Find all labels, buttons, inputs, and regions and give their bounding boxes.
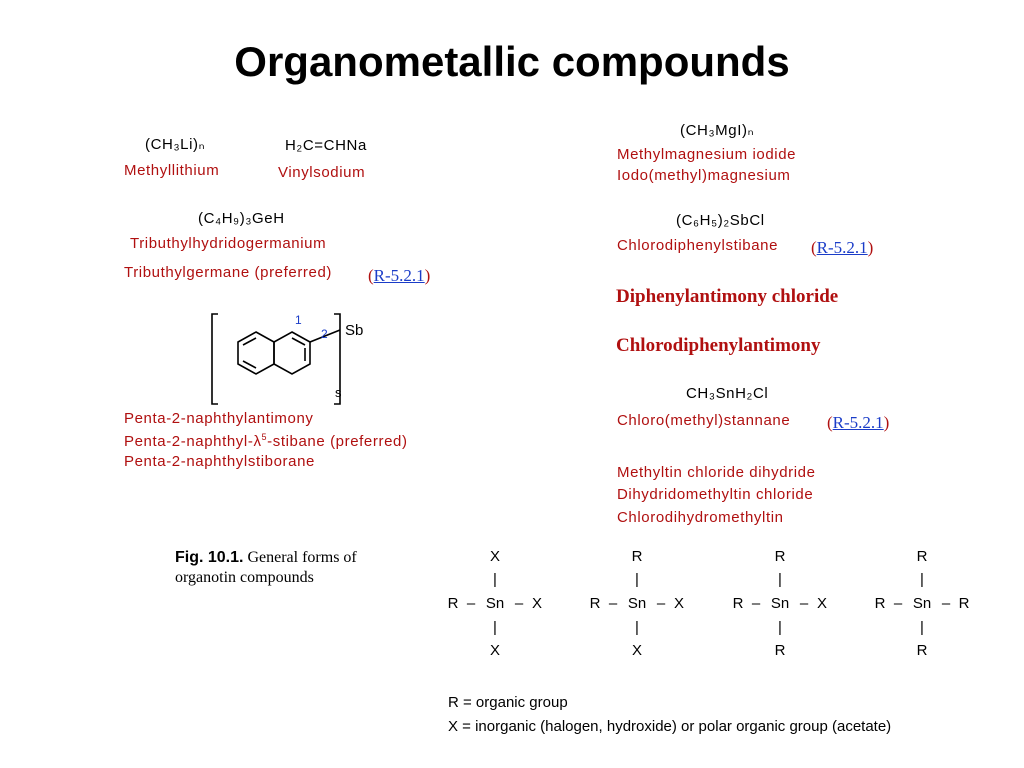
methylstannane-formula: CH₃SnH₂Cl [686, 385, 769, 402]
diphenylstibane-formula: (C₆H₅)₂SbCl [676, 212, 765, 229]
methylstannane-name: Chloro(methyl)stannane [617, 412, 791, 429]
structure-bottom-bond: | [635, 619, 639, 636]
methyltin-name-2: Dihydridomethyltin chloride [617, 486, 814, 503]
reference-link-germane[interactable]: (R-5.2.1) [368, 266, 431, 285]
legend-x: X = inorganic (halogen, hydroxide) or po… [448, 718, 892, 735]
vinylsodium-name: Vinylsodium [278, 164, 366, 181]
structure-bottom-atom: X [631, 642, 642, 659]
structure-center-atom: Sn [485, 595, 505, 612]
structure-left-bond: – [751, 595, 761, 612]
diphenylstibane-name: Chlorodiphenylstibane [617, 237, 779, 254]
vinylsodium-formula: H₂C=CHNa [285, 137, 367, 154]
structure-top-atom: R [916, 548, 928, 565]
structure-top-atom: X [489, 548, 500, 565]
structure-center-atom: Sn [627, 595, 647, 612]
naphthyl-structure-diagram [211, 313, 341, 405]
methyllithium-formula: (CH₃Li)ₙ [145, 136, 206, 153]
structure-right-bond: – [656, 595, 666, 612]
legend-r: R = organic group [448, 694, 568, 711]
structure-top-bond: | [778, 571, 782, 588]
structure-right-bond: – [941, 595, 951, 612]
structure-top-bond: | [493, 571, 497, 588]
structure-center-atom: Sn [770, 595, 790, 612]
naphthylantimony-name-2: Penta-2-naphthyl-λ5-stibane (preferred) [124, 432, 408, 450]
tributylgermane-name-1: Tributhylhydridogermanium [130, 235, 327, 252]
naphthylantimony-name-3: Penta-2-naphthylstiborane [124, 453, 315, 470]
naphthylantimony-name-1: Penta-2-naphthylantimony [124, 410, 314, 427]
methyltin-name-3: Chlorodihydromethyltin [617, 509, 784, 526]
structure-right-atom: R [958, 595, 970, 612]
reference-link-stibane[interactable]: (R-5.2.1) [811, 238, 874, 257]
position-1-label: 1 [295, 313, 302, 327]
structure-left-bond: – [466, 595, 476, 612]
diphenylantimony-chloride-name: Diphenylantimony chloride [616, 286, 839, 307]
structure-bottom-bond: | [493, 619, 497, 636]
methyltin-name-1: Methyltin chloride dihydride [617, 464, 816, 481]
methyllithium-name: Methyllithium [124, 162, 220, 179]
structure-right-bond: – [799, 595, 809, 612]
structure-left-bond: – [608, 595, 618, 612]
structure-top-bond: | [635, 571, 639, 588]
structure-top-atom: R [774, 548, 786, 565]
structure-right-atom: X [531, 595, 542, 612]
methylmagnesium-formula: (CH₃MgI)ₙ [680, 122, 755, 139]
structure-left-atom: R [447, 595, 459, 612]
figure-caption: Fig. 10.1. General forms of organotin co… [175, 549, 357, 586]
structure-top-bond: | [920, 571, 924, 588]
reference-link-stannane[interactable]: (R-5.2.1) [827, 413, 890, 432]
tributylgermane-name-2: Tributhylgermane (preferred) [124, 264, 332, 281]
structure-left-bond: – [893, 595, 903, 612]
structure-bottom-atom: X [489, 642, 500, 659]
structure-bottom-atom: R [916, 642, 928, 659]
structure-center-atom: Sn [912, 595, 932, 612]
structure-left-atom: R [874, 595, 886, 612]
structure-left-atom: R [589, 595, 601, 612]
page-title: Organometallic compounds [234, 38, 790, 85]
chlorodiphenylantimony-name: Chlorodiphenylantimony [616, 335, 821, 356]
structure-right-bond: – [514, 595, 524, 612]
structure-right-atom: X [673, 595, 684, 612]
structure-bottom-atom: R [774, 642, 786, 659]
structure-left-atom: R [732, 595, 744, 612]
methylmagnesium-name-1: Methylmagnesium iodide [617, 146, 797, 163]
structure-bottom-bond: | [778, 619, 782, 636]
position-2-label: 2 [321, 327, 328, 341]
subscript-s-label: s [335, 385, 342, 400]
structure-top-atom: R [631, 548, 643, 565]
methylmagnesium-name-2: Iodo(methyl)magnesium [617, 167, 791, 184]
sb-label: Sb [345, 322, 364, 339]
tributylgermane-formula: (C₄H₉)₃GeH [198, 210, 285, 227]
structure-right-atom: X [816, 595, 827, 612]
structure-bottom-bond: | [920, 619, 924, 636]
